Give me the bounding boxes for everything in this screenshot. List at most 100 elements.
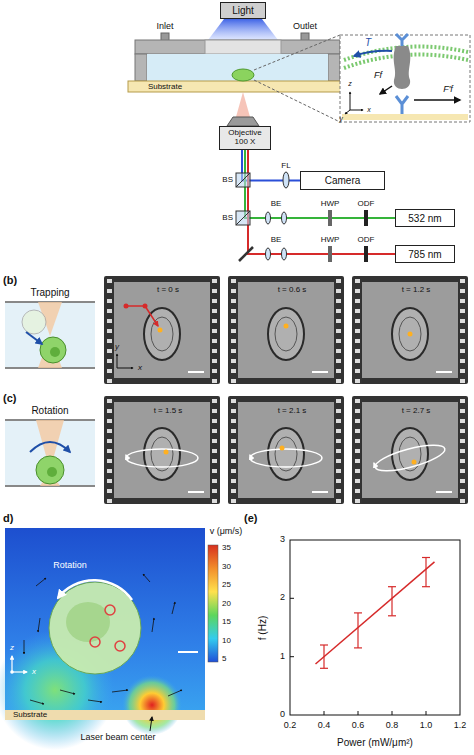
axis-title: Power (mW/μm²) [337, 737, 413, 748]
frequency-plot [357, 613, 358, 648]
rotation-frames [164, 450, 169, 455]
optical-setup [350, 110, 363, 111]
optical-setup [227, 117, 259, 126]
frequency-plot [426, 711, 427, 715]
flow-velocity-map [10, 670, 14, 674]
flow-velocity-map [143, 574, 150, 582]
optical-components [364, 210, 368, 226]
optical-setup [236, 92, 250, 117]
component-label: ODF [358, 236, 375, 245]
colorbar-tick: 10 [222, 636, 231, 645]
axis-label: y [115, 343, 119, 352]
time-stamp: t = 0.6 s [278, 286, 307, 295]
panel-letter: (c) [3, 392, 16, 404]
optical-components [239, 247, 253, 261]
rotation-frames [280, 446, 285, 451]
rotation-frames [412, 460, 417, 465]
optical-setup [345, 110, 350, 114]
colorbar-title: v (μm/s) [210, 527, 243, 537]
tick-label: 0.2 [284, 721, 297, 731]
optical-setup [135, 54, 147, 81]
flow-velocity-map [58, 580, 132, 600]
force-label: F′f [443, 85, 453, 95]
node-text: Camera [325, 175, 361, 186]
frequency-plot [290, 540, 460, 715]
tick-label: 1.0 [420, 721, 433, 731]
tick-label: 0.8 [386, 721, 399, 731]
objective-box: Objective 100 X [219, 126, 271, 150]
flow-velocity-map [5, 710, 205, 720]
rotation-cartoon [36, 456, 64, 484]
trapping-cartoon [26, 332, 42, 344]
optical-components [266, 212, 271, 224]
flow-velocity-map [24, 574, 182, 704]
trapping-cartoon [5, 302, 95, 368]
rotation-frames [126, 449, 198, 467]
component-label: BS [222, 214, 233, 223]
laser-beam [248, 150, 395, 254]
optical-setup [128, 81, 347, 92]
optical-setup [394, 46, 411, 89]
node-text: 532 nm [408, 213, 441, 224]
colorbar-tick: 35 [222, 544, 231, 553]
time-stamp: t = 0 s [157, 286, 179, 295]
axis-label: z [10, 644, 14, 653]
time-stamp: t = 1.5 s [154, 407, 183, 416]
optical-components [328, 246, 332, 262]
flow-velocity-map [208, 545, 218, 662]
optical-setup [342, 114, 468, 120]
optical-components [328, 210, 332, 226]
flow-velocity-map [115, 641, 125, 651]
frequency-plot [320, 644, 328, 645]
rotation-frames [250, 455, 252, 460]
rotation-cartoon [47, 467, 57, 477]
part-label: Substrate [148, 82, 182, 91]
fluorescence-beam [242, 150, 300, 181]
frequency-plot [422, 557, 430, 558]
optical-setup [396, 96, 408, 114]
trapping-frames [104, 276, 220, 384]
trapping-frames [124, 304, 129, 309]
frequency-plot [358, 711, 359, 715]
tick-label: 0 [280, 710, 285, 720]
trapping-cartoon [5, 302, 95, 368]
frequency-plot [324, 711, 325, 715]
panel-letter: (e) [244, 512, 257, 524]
axis-label: x [138, 364, 142, 373]
optical-setup [254, 35, 340, 70]
component-label: BS [222, 176, 233, 185]
optical-components [364, 246, 368, 262]
optical-setup [208, 19, 278, 40]
colorbar-tick: 20 [222, 599, 231, 608]
frequency-plot [388, 586, 396, 587]
flow-velocity-map [168, 690, 182, 696]
trapping-cartoon [40, 337, 66, 363]
rotation-cartoon [5, 420, 95, 486]
frequency-plot [392, 711, 393, 715]
flow-velocity-map [24, 640, 25, 654]
node-text: 785 nm [408, 249, 441, 260]
frequency-plot [323, 645, 324, 668]
flow-velocity-map [152, 618, 154, 632]
port-label: Outlet [293, 22, 317, 32]
force-label: Ff [374, 71, 382, 81]
trapping-frames [228, 276, 344, 384]
trapping-frames [158, 328, 163, 333]
laser-box: 785 nm [395, 245, 455, 263]
optical-setup [232, 69, 254, 81]
tick-label: 3 [280, 535, 285, 545]
port-label: Inlet [156, 22, 173, 32]
trapping-frames [408, 332, 413, 337]
flow-velocity-map [172, 602, 175, 614]
tick-label: 0.6 [352, 721, 365, 731]
frequency-plot [290, 598, 426, 715]
frequency-plot [354, 647, 362, 648]
flow-velocity-map [0, 528, 218, 750]
optical-setup [128, 19, 470, 126]
component-label: BE [271, 200, 282, 209]
axis-label: z [348, 80, 352, 88]
trapping-frames [117, 354, 118, 368]
